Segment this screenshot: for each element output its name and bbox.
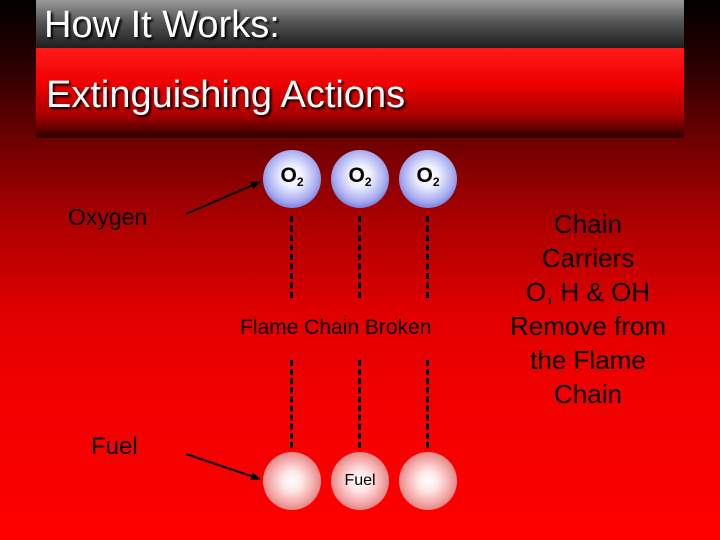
fuel-arrow [186, 454, 260, 479]
oxygen-arrow [186, 182, 260, 214]
